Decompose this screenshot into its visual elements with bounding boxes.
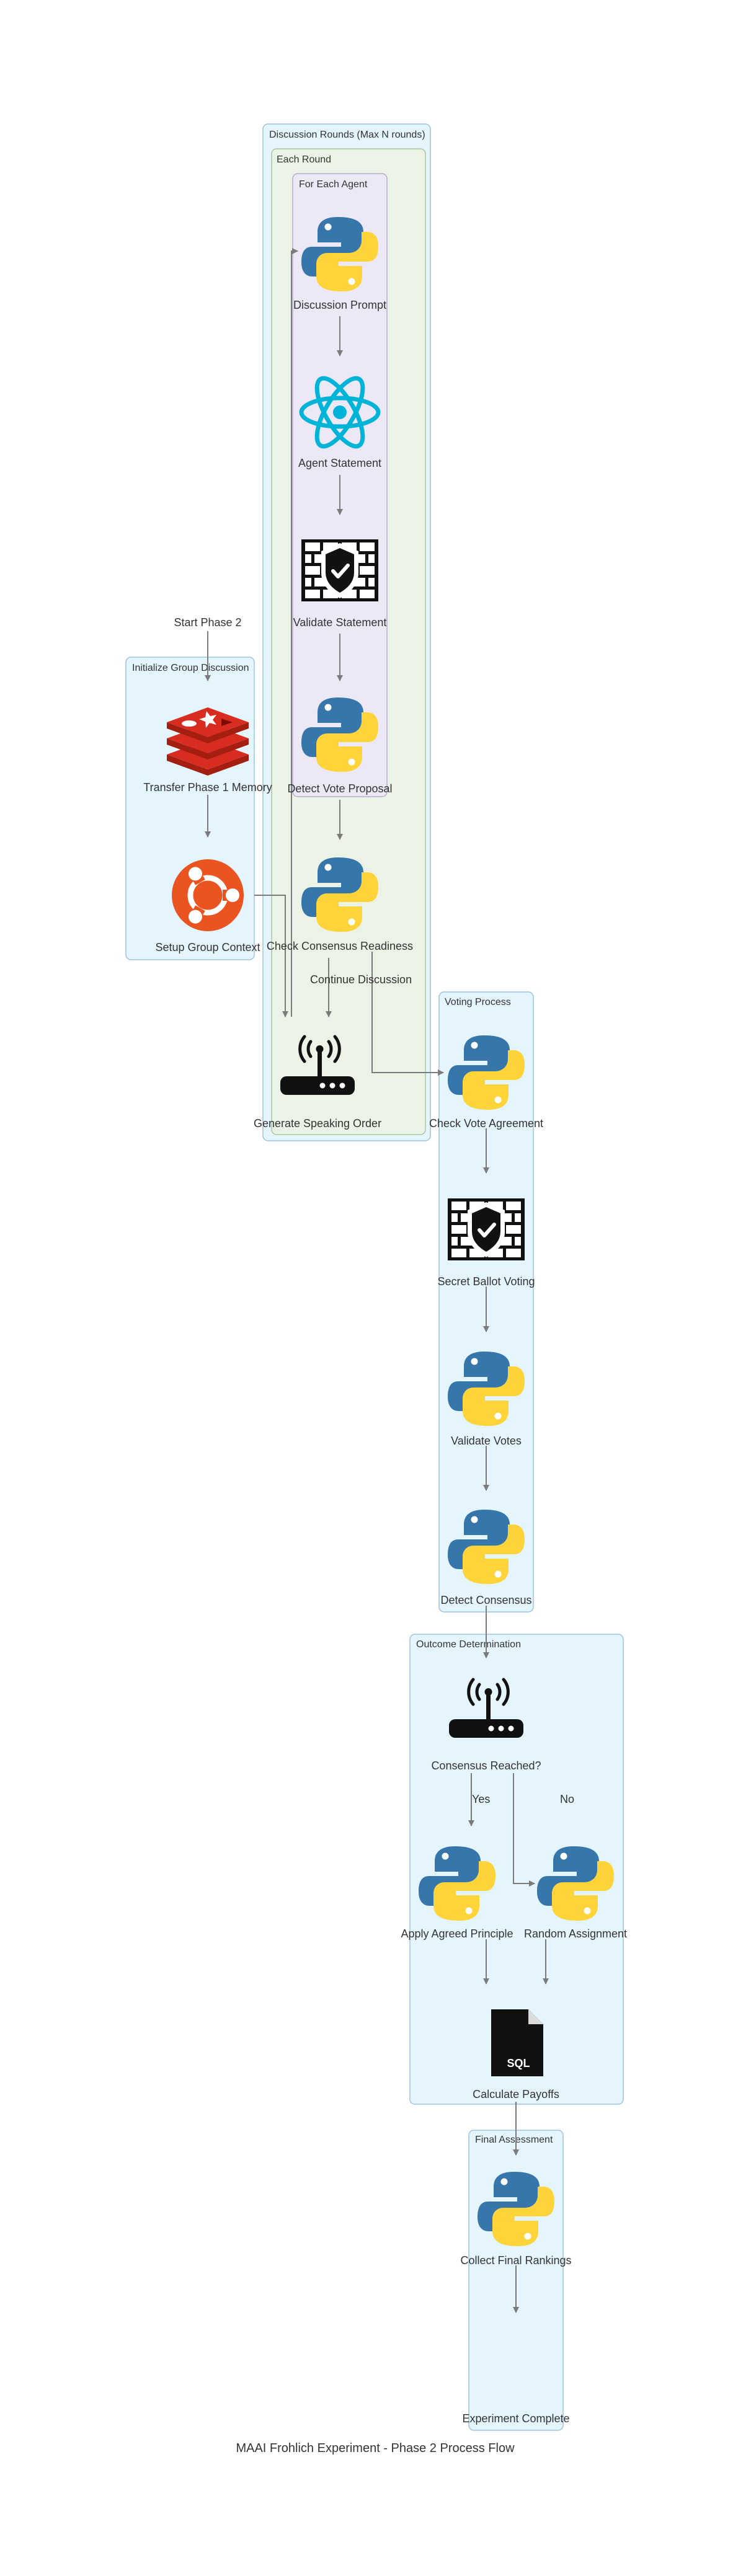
node-detect-consensus: Detect Consensus bbox=[440, 1510, 532, 1606]
cluster-label-final: Final Assessment bbox=[475, 2135, 553, 2145]
node-label-complete: Experiment Complete bbox=[462, 2412, 569, 2425]
node-validate-votes: Validate Votes bbox=[448, 1352, 525, 1447]
node-validate-statement: Validate Statement bbox=[293, 539, 387, 629]
cluster-label-for-each-agent: For Each Agent bbox=[299, 179, 368, 190]
node-label-validate-votes: Validate Votes bbox=[451, 1435, 522, 1447]
node-collect-rankings: Collect Final Rankings bbox=[460, 2172, 572, 2267]
edge-label-no: No bbox=[560, 1793, 574, 1805]
node-random-assignment: Random Assignment bbox=[524, 1846, 627, 1940]
node-label-random-assignment: Random Assignment bbox=[524, 1928, 627, 1940]
node-label-speaking-order: Generate Speaking Order bbox=[254, 1117, 381, 1130]
node-label-collect-rankings: Collect Final Rankings bbox=[460, 2254, 571, 2267]
node-label-check-consensus: Check Consensus Readiness bbox=[267, 940, 413, 952]
edge-no bbox=[513, 1773, 535, 1887]
node-speaking-order: Generate Speaking Order bbox=[254, 1037, 381, 1130]
node-setup-context: Setup Group Context bbox=[155, 859, 260, 954]
node-check-vote: Check Vote Agreement bbox=[429, 1035, 543, 1130]
cluster-label-outcome: Outcome Determination bbox=[416, 1639, 521, 1650]
cluster-label-discussion-rounds: Discussion Rounds (Max N rounds) bbox=[269, 130, 425, 140]
cluster-label-initialize: Initialize Group Discussion bbox=[132, 663, 249, 673]
node-label-setup-context: Setup Group Context bbox=[155, 941, 260, 954]
node-transfer-memory: Transfer Phase 1 Memory bbox=[143, 707, 272, 794]
node-consensus-reached: Consensus Reached? bbox=[431, 1680, 541, 1772]
node-agent-statement: Agent Statement bbox=[298, 372, 381, 469]
diagram-title: MAAI Frohlich Experiment - Phase 2 Proce… bbox=[236, 2441, 515, 2455]
edge-context-to-speaking-order bbox=[254, 895, 288, 1017]
node-label-check-vote: Check Vote Agreement bbox=[429, 1117, 543, 1130]
node-secret-ballot: Secret Ballot Voting bbox=[437, 1198, 535, 1288]
node-label-apply-principle: Apply Agreed Principle bbox=[401, 1928, 513, 1940]
ubuntu-icon bbox=[172, 859, 244, 931]
node-label-validate-statement: Validate Statement bbox=[293, 616, 387, 629]
node-start: Start Phase 2 bbox=[174, 616, 241, 629]
edge-label-continue: Continue Discussion bbox=[310, 973, 412, 986]
node-label-calculate-payoffs: Calculate Payoffs bbox=[473, 2088, 559, 2100]
edge-label-yes: Yes bbox=[472, 1793, 490, 1805]
node-label-agent-statement: Agent Statement bbox=[298, 457, 381, 469]
node-label-discussion-prompt: Discussion Prompt bbox=[293, 299, 386, 311]
edge-check-consensus-to-check-vote bbox=[371, 952, 444, 1076]
node-discussion-prompt: Discussion Prompt bbox=[293, 217, 386, 311]
sql-file-icon bbox=[491, 2009, 543, 2076]
node-label-detect-consensus: Detect Consensus bbox=[440, 1594, 531, 1606]
node-detect-vote: Detect Vote Proposal bbox=[287, 697, 393, 795]
node-calculate-payoffs: Calculate Payoffs bbox=[473, 2009, 559, 2100]
node-label-detect-vote: Detect Vote Proposal bbox=[287, 782, 392, 795]
node-apply-principle: Apply Agreed Principle bbox=[401, 1846, 513, 1940]
node-label-start: Start Phase 2 bbox=[174, 616, 241, 629]
node-check-consensus: Check Consensus Readiness bbox=[267, 857, 413, 952]
firewall-icon bbox=[448, 1198, 525, 1260]
edge-speaking-order-to-prompt bbox=[291, 248, 298, 1017]
cluster-label-voting: Voting Process bbox=[445, 997, 511, 1007]
cluster-label-each-round: Each Round bbox=[277, 154, 331, 165]
node-label-consensus-reached: Consensus Reached? bbox=[431, 1759, 541, 1772]
node-label-transfer-memory: Transfer Phase 1 Memory bbox=[143, 781, 272, 794]
edges bbox=[205, 248, 549, 2313]
firewall-icon bbox=[301, 539, 378, 601]
node-complete: Experiment Complete bbox=[462, 2412, 569, 2425]
node-label-secret-ballot: Secret Ballot Voting bbox=[437, 1275, 535, 1288]
